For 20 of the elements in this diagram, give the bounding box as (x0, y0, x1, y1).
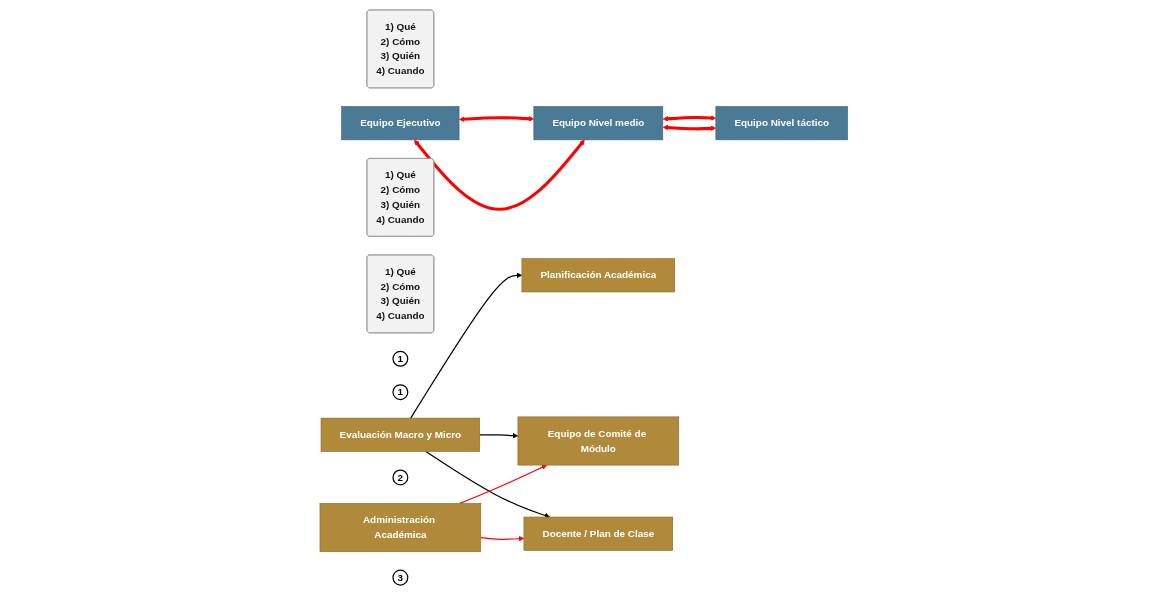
node-box: Equipo Ejecutivo (341, 105, 460, 140)
arrow (409, 272, 522, 419)
node-circle: 1 (392, 350, 409, 367)
node-box: Equipo de Comité de Módulo (517, 416, 679, 465)
arrow (458, 115, 534, 122)
arrow (478, 432, 518, 438)
node-box: Administración Académica (319, 502, 481, 552)
arrow (413, 139, 585, 211)
node-box: Equipo Nivel táctico (715, 105, 848, 140)
node-box: Evaluación Macro y Micro (320, 417, 480, 452)
node-circle: 2 (392, 468, 409, 485)
arrow (662, 114, 716, 121)
arrow (479, 535, 524, 541)
arrow (424, 450, 550, 518)
node-circle: 3 (392, 569, 409, 586)
node-box: Equipo Nivel medio (533, 105, 663, 140)
node-box: Planificación Académica (521, 257, 675, 292)
node-circle: 1 (392, 383, 409, 400)
arrow (662, 124, 716, 131)
node-box: Docente / Plan de Clase (523, 516, 673, 551)
